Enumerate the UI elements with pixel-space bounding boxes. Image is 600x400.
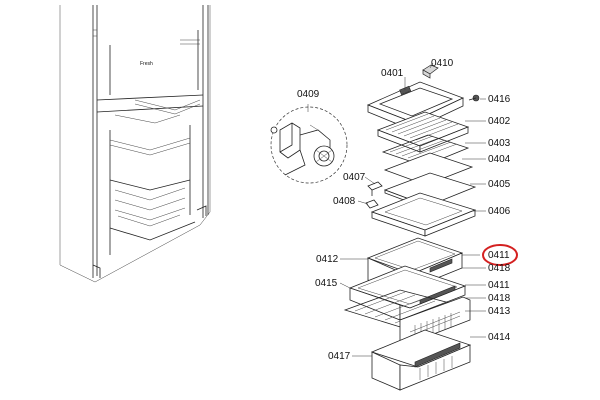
- callout-0417: 0417: [328, 351, 351, 362]
- clip-part: [365, 199, 379, 209]
- callout-0401: 0401: [381, 68, 404, 79]
- evaporator-grille: [376, 111, 470, 153]
- screw-part: [468, 94, 480, 102]
- callout-0406: 0406: [488, 206, 511, 217]
- svg-text:Fresh: Fresh: [140, 61, 153, 67]
- callout-0408: 0408: [333, 196, 356, 207]
- callout-0415: 0415: [315, 278, 338, 289]
- callout-0413: 0413: [488, 306, 511, 317]
- leader-lines: [307, 62, 486, 357]
- callout-0418-upper: 0418: [488, 263, 511, 274]
- callout-0402: 0402: [488, 116, 511, 127]
- callout-0411-highlighted: 0411: [488, 250, 510, 261]
- callout-0414: 0414: [488, 332, 511, 343]
- bottom-drawer: [370, 329, 472, 391]
- callout-0404: 0404: [488, 154, 511, 165]
- callout-0418-lower: 0418: [488, 293, 511, 304]
- sensor-part: [367, 181, 383, 196]
- small-cap-part: [422, 64, 439, 79]
- callout-0405: 0405: [488, 179, 511, 190]
- callout-0412: 0412: [316, 254, 339, 265]
- callout-0403: 0403: [488, 138, 511, 149]
- refrigerator-cabinet: Fresh: [59, 5, 211, 283]
- crisper-cover: [370, 192, 477, 237]
- fan-motor-assembly: [270, 106, 348, 184]
- callout-0407: 0407: [343, 172, 366, 183]
- callout-0410: 0410: [431, 58, 454, 69]
- callout-0411: 0411: [488, 280, 510, 291]
- callout-0416: 0416: [488, 94, 511, 105]
- callout-labels: 0401 0410 0409 0416 0402 0403 0404 0407 …: [297, 58, 518, 362]
- callout-0409: 0409: [297, 89, 320, 100]
- highlight-circle: [482, 244, 518, 266]
